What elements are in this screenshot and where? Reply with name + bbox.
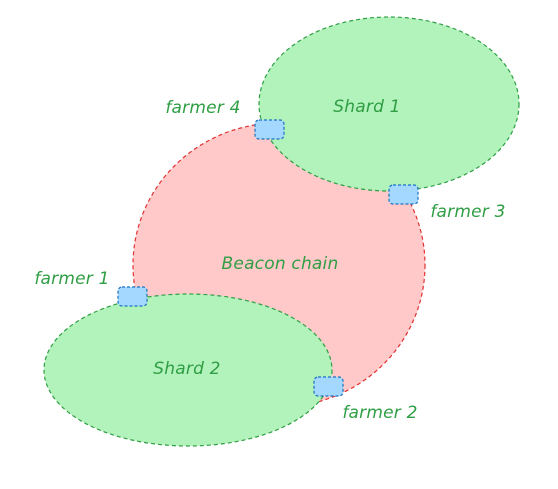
farmer-3-box[interactable] <box>388 184 419 205</box>
farmer-4-box[interactable] <box>254 119 285 140</box>
shard-2-node[interactable] <box>43 293 333 447</box>
farmer-2-box[interactable] <box>313 376 344 397</box>
farmer-3-label: farmer 3 <box>430 202 505 222</box>
farmer-2-label: farmer 2 <box>342 403 417 423</box>
beacon-chain-label: Beacon chain <box>222 254 339 274</box>
farmer-4-label: farmer 4 <box>165 98 240 118</box>
farmer-1-box[interactable] <box>117 286 148 307</box>
farmer-1-label: farmer 1 <box>34 269 109 289</box>
shard-2-label: Shard 2 <box>153 359 220 379</box>
shard-1-label: Shard 1 <box>333 97 400 117</box>
